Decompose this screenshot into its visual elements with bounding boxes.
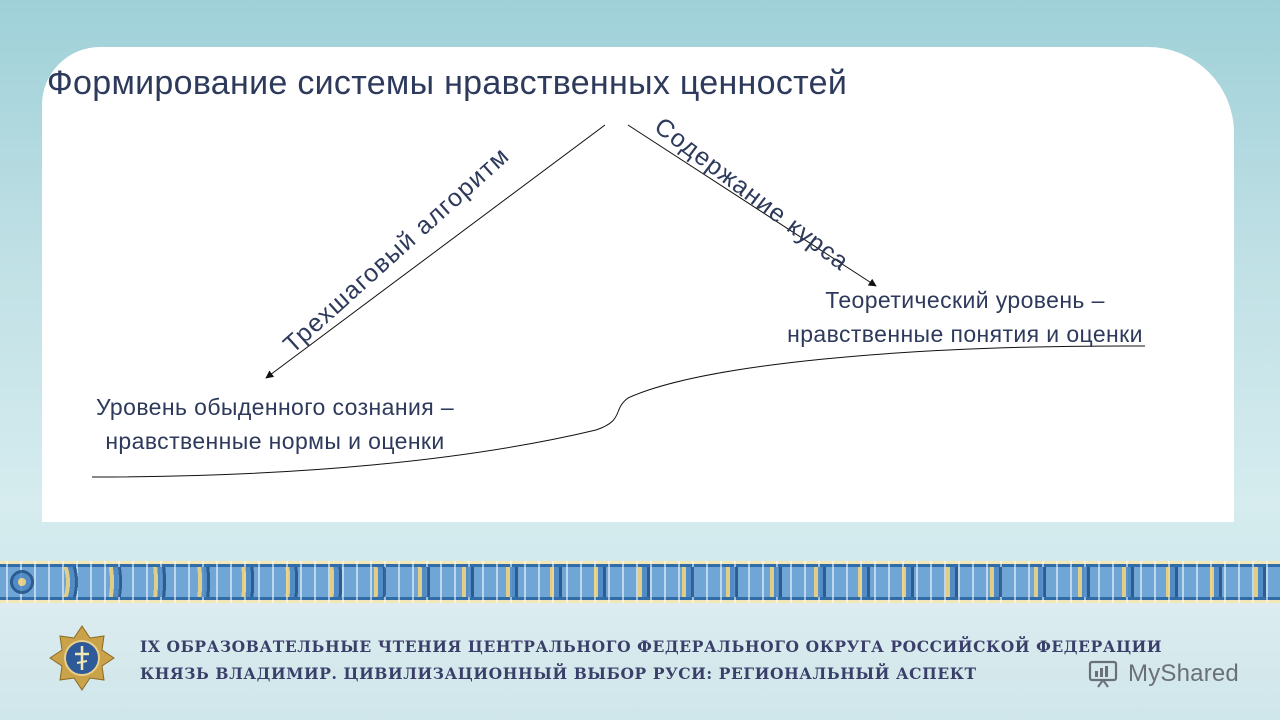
- everyday-level-node: Уровень обыденного сознания – нравственн…: [30, 390, 520, 458]
- levels-connector-curve: [91, 345, 1146, 478]
- brand-logo[interactable]: MyShared: [1088, 656, 1239, 692]
- ornamental-border-motif: [0, 567, 1280, 597]
- projector-screen-icon: [1088, 660, 1118, 688]
- brand-name: MyShared: [1128, 660, 1239, 687]
- footer-band: [0, 603, 1280, 720]
- arrow-to-everyday-level: [265, 124, 606, 379]
- everyday-level-line-1: Уровень обыденного сознания –: [95, 394, 455, 420]
- arrow-to-theoretical-level: [627, 124, 877, 287]
- theoretical-level-line-1: Теоретический уровень –: [825, 287, 1105, 313]
- conference-title-line-1: IX Образовательные чтения Центрального ф…: [140, 637, 1163, 656]
- theoretical-level-line-2: нравственные понятия и оценки: [787, 321, 1143, 347]
- slide-title: Формирование системы нравственных ценнос…: [46, 64, 848, 102]
- theoretical-level-node: Теоретический уровень – нравственные пон…: [720, 283, 1210, 351]
- orthodox-cross-emblem-icon: [49, 625, 115, 691]
- conference-title-line-2: Князь Владимир. Цивилизационный выбор Ру…: [140, 664, 977, 683]
- everyday-level-line-2: нравственные нормы и оценки: [105, 428, 445, 454]
- slide-panel: [42, 47, 1234, 522]
